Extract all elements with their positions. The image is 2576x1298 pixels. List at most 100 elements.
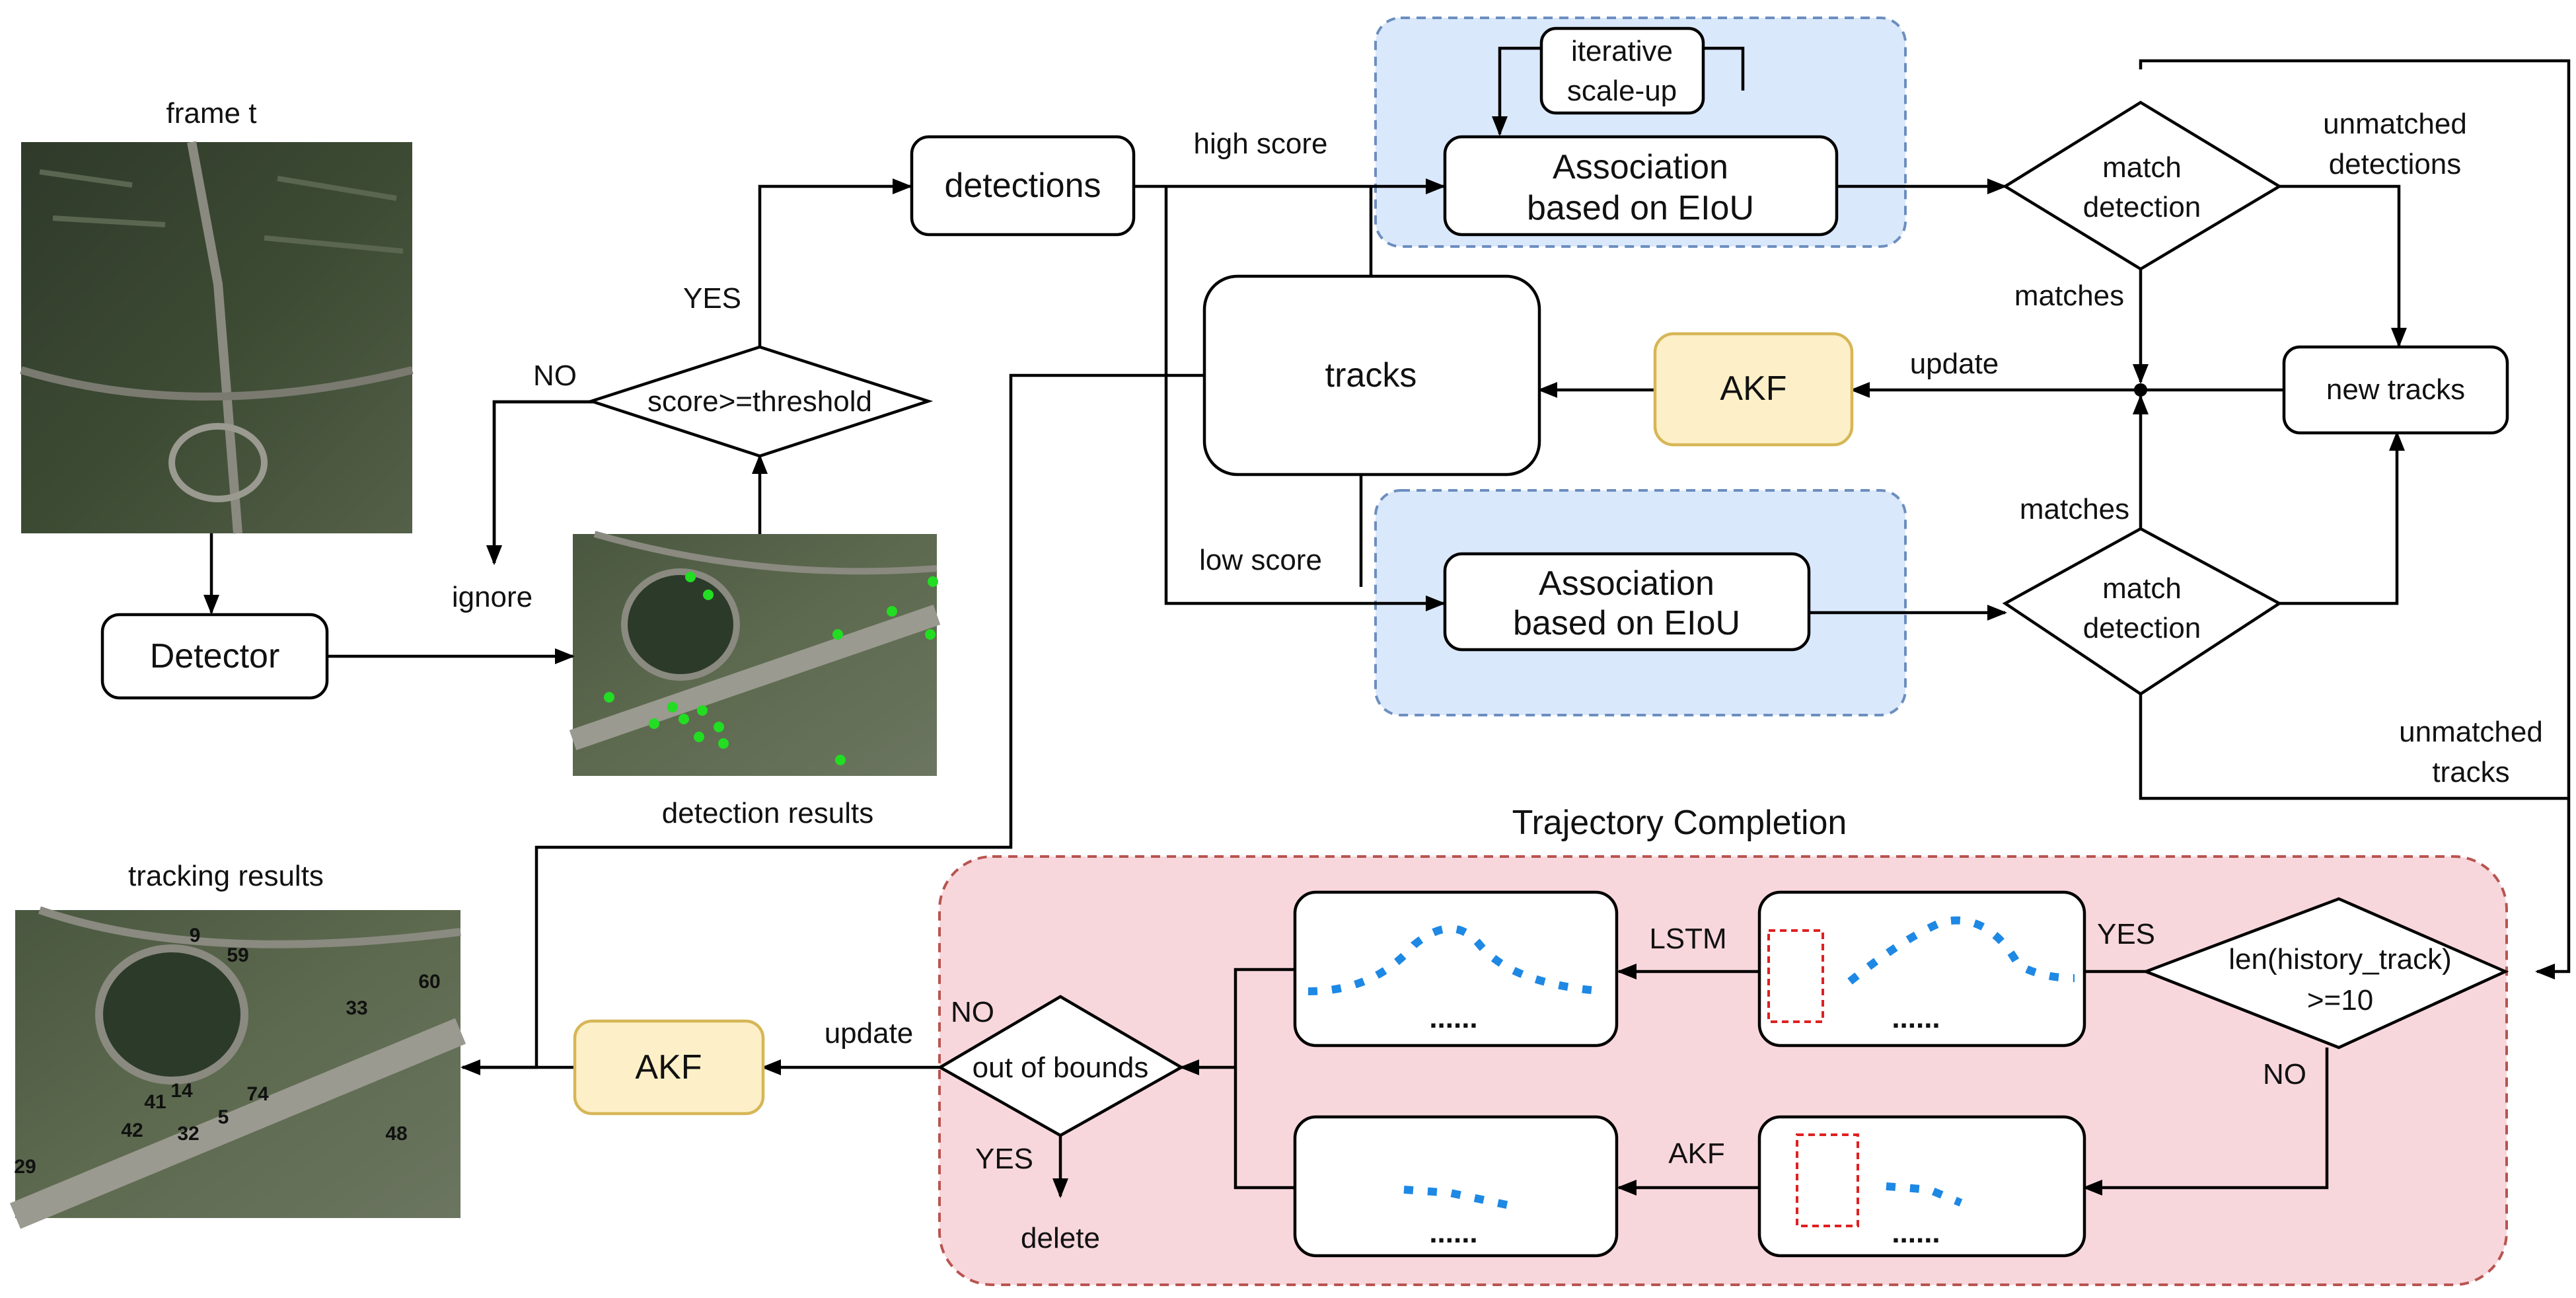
match-bottom-label-2: detection [2083,612,2201,644]
history-trajectory-dots [1847,916,2075,985]
trajectory-short-box [1757,1115,2086,1258]
trajectory-completion-title: Trajectory Completion [1512,804,1847,842]
tracks-label: tracks [1325,356,1417,395]
track-id-label: 59 [227,944,248,966]
track-id-label: 48 [385,1123,407,1145]
detection-point [685,572,696,582]
update-bottom-label: update [825,1017,914,1050]
track-id-label: 33 [346,997,367,1019]
association-low-box [1443,552,1811,652]
history-label-1: len(history_track) [2228,943,2451,975]
track-id-label: 41 [144,1091,166,1113]
akf-bottom-label: AKF [635,1048,702,1087]
connectors [203,46,2571,1198]
track-id-label: 32 [177,1123,199,1145]
ellipsis-4: ...... [1429,1217,1477,1249]
ignore-label: ignore [452,581,533,613]
track-id-label: 14 [170,1080,193,1102]
match-detection-top-diamond [2002,100,2283,271]
akf-mid-label: AKF [1668,1137,1725,1170]
yes-bounds-label: YES [975,1143,1033,1175]
detection-point [887,606,897,617]
no-history-label: NO [2263,1058,2306,1090]
detection-point [835,755,846,765]
lstm-label: LSTM [1649,923,1726,955]
update-top-label: update [1910,348,1999,380]
detector-label: Detector [150,637,280,675]
high-score-label: high score [1193,128,1327,160]
detections-box [910,135,1136,237]
detection-point [679,714,689,724]
detection-point [697,705,708,716]
unmatched-detections-label-2: detections [2329,148,2462,180]
yes-history-label: YES [2097,918,2155,950]
tracks-box [1202,274,1541,477]
akf-bottom-box [573,1019,765,1116]
detection-point [718,738,729,749]
trajectory-history-box [1757,890,2086,1048]
detection-point [925,629,936,640]
matches-top-label: matches [2014,280,2124,312]
low-score-label: low score [1199,544,1322,576]
association-high-box [1443,135,1839,237]
akf-top-box [1653,332,1854,447]
ellipsis-1: ...... [1892,1002,1940,1034]
track-id-label: 74 [246,1083,269,1105]
association-low-label-1: Association [1539,564,1714,603]
detection-point [928,576,938,587]
detection-point [832,629,843,640]
match-top-label-2: detection [2083,191,2201,223]
delete-label: delete [1021,1222,1100,1254]
tracking-results-label: tracking results [128,860,324,892]
track-id-label: 29 [14,1156,36,1178]
ellipsis-2: ...... [1429,1002,1477,1034]
trajectory-lstm-box [1293,890,1619,1048]
detector-box [100,613,329,700]
frame-t-label: frame t [166,97,257,130]
unmatched-tracks-label-1: unmatched [2399,716,2543,748]
trajectory-akf-box [1293,1115,1619,1258]
out-of-bounds-label: out of bounds [973,1051,1149,1084]
track-id-label: 5 [218,1106,229,1128]
detection-point [604,692,614,703]
detection-point [667,702,678,712]
matches-bottom-label: matches [2020,493,2129,525]
history-length-diamond [2141,897,2509,1050]
track-id-label: 9 [190,925,201,946]
detection-point [714,722,724,732]
detection-point [694,732,704,742]
detection-point [649,718,659,729]
iterative-scaleup-box [1539,26,1705,115]
merge-junction [2134,383,2147,397]
history-label-2: >=10 [2307,984,2373,1016]
match-bottom-label-1: match [2102,572,2182,605]
iterative-label-1: iterative [1571,35,1673,67]
detection-results-image [569,531,941,776]
ellipsis-3: ...... [1892,1217,1940,1249]
detection-results-label: detection results [662,797,873,829]
score-threshold-diamond [586,345,934,458]
association-high-label-1: Association [1553,148,1728,186]
track-id-label: 42 [121,1120,143,1141]
yes-threshold-label: YES [683,282,741,315]
out-of-bounds-diamond [937,995,1185,1137]
association-high-label-2: based on EIoU [1527,189,1754,227]
detections-label: detections [944,167,1101,205]
no-threshold-label: NO [533,360,577,392]
missing-region-marker-bottom [1796,1133,1859,1227]
association-low-label-2: based on EIoU [1513,604,1740,642]
new-tracks-box [2282,345,2509,435]
track-id-label: 60 [418,971,440,993]
akf-top-label: AKF [1720,369,1786,408]
score-threshold-label: score>=threshold [647,385,872,418]
missing-region-marker-top [1767,929,1824,1023]
frame-image [20,141,414,534]
match-detection-bottom-diamond [2002,527,2283,696]
unmatched-tracks-label-2: tracks [2432,756,2509,788]
no-bounds-label: NO [951,996,994,1028]
iterative-label-2: scale-up [1567,75,1677,107]
unmatched-detections-label-1: unmatched [2323,108,2467,140]
new-tracks-label: new tracks [2326,373,2465,406]
